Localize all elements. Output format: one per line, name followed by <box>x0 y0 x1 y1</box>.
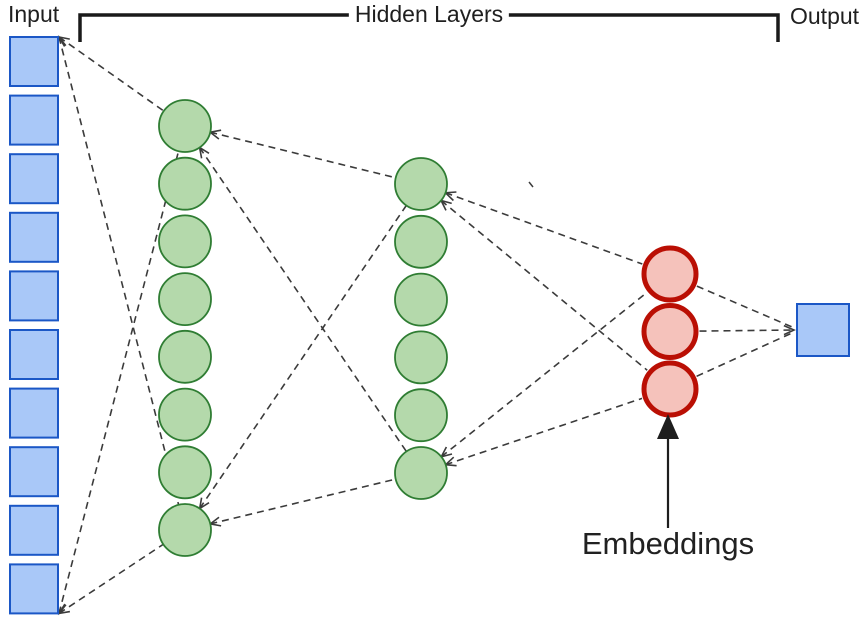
hidden-node <box>158 445 212 500</box>
connection-edge <box>440 199 648 371</box>
arrowhead-icon <box>208 129 222 140</box>
arrowhead-icon <box>198 145 210 159</box>
connection-edge <box>198 147 408 452</box>
connection-edge <box>440 291 648 458</box>
hidden-node <box>394 214 448 269</box>
hidden-node <box>394 446 448 500</box>
input-node <box>9 387 59 439</box>
pointer-arrowhead-icon <box>657 414 679 439</box>
hidden-layers-label: Hidden Layers <box>348 1 510 28</box>
connection-edge <box>699 329 795 332</box>
hidden-node <box>158 99 212 153</box>
input-node <box>9 329 59 380</box>
connection-edge <box>199 205 407 509</box>
hidden-node <box>158 329 212 384</box>
connection-edge <box>58 543 164 615</box>
input-node <box>9 446 59 498</box>
input-layer <box>9 36 59 615</box>
hidden-layer-2 <box>394 157 448 500</box>
input-node <box>9 504 59 556</box>
input-node <box>9 270 59 322</box>
input-node <box>9 153 59 205</box>
arrowhead-icon <box>443 191 457 202</box>
input-node <box>9 563 59 615</box>
embedding-node <box>641 360 699 418</box>
connection-edge <box>210 478 396 525</box>
hidden-node <box>394 330 448 385</box>
embeddings-pointer-arrow <box>657 414 679 528</box>
embedding-node <box>641 303 699 360</box>
arrowhead-icon <box>783 324 796 336</box>
input-node <box>9 94 59 146</box>
embeddings-label: Embeddings <box>581 526 755 561</box>
connection-edge <box>445 192 643 265</box>
hidden-node <box>394 157 448 211</box>
output-label: Output <box>790 3 860 29</box>
output-node <box>796 303 850 357</box>
connection-edge <box>696 285 793 328</box>
input-label: Input <box>8 1 60 27</box>
connection-edge <box>58 150 180 614</box>
hidden-node <box>158 214 212 269</box>
connection-edge <box>58 36 165 112</box>
hidden-node <box>394 272 448 327</box>
hidden-node <box>158 387 212 442</box>
input-node <box>9 211 59 263</box>
connection-edge <box>445 397 643 466</box>
hidden-node <box>394 388 448 443</box>
arrowhead-icon <box>439 446 453 459</box>
connection-edge <box>210 131 396 179</box>
arrowhead-icon <box>198 497 210 511</box>
stray-mark <box>528 181 534 188</box>
embeddings-layer <box>641 245 699 418</box>
connection-edge <box>696 332 793 378</box>
hidden-node <box>158 272 212 327</box>
connection-edge <box>58 36 180 505</box>
hidden-node <box>158 156 212 211</box>
input-node <box>9 36 59 87</box>
hidden-node <box>158 503 212 557</box>
hidden-layer-1 <box>158 99 212 557</box>
embedding-node <box>641 245 699 303</box>
arrowhead-icon <box>443 456 457 467</box>
arrowhead-icon <box>208 516 222 527</box>
